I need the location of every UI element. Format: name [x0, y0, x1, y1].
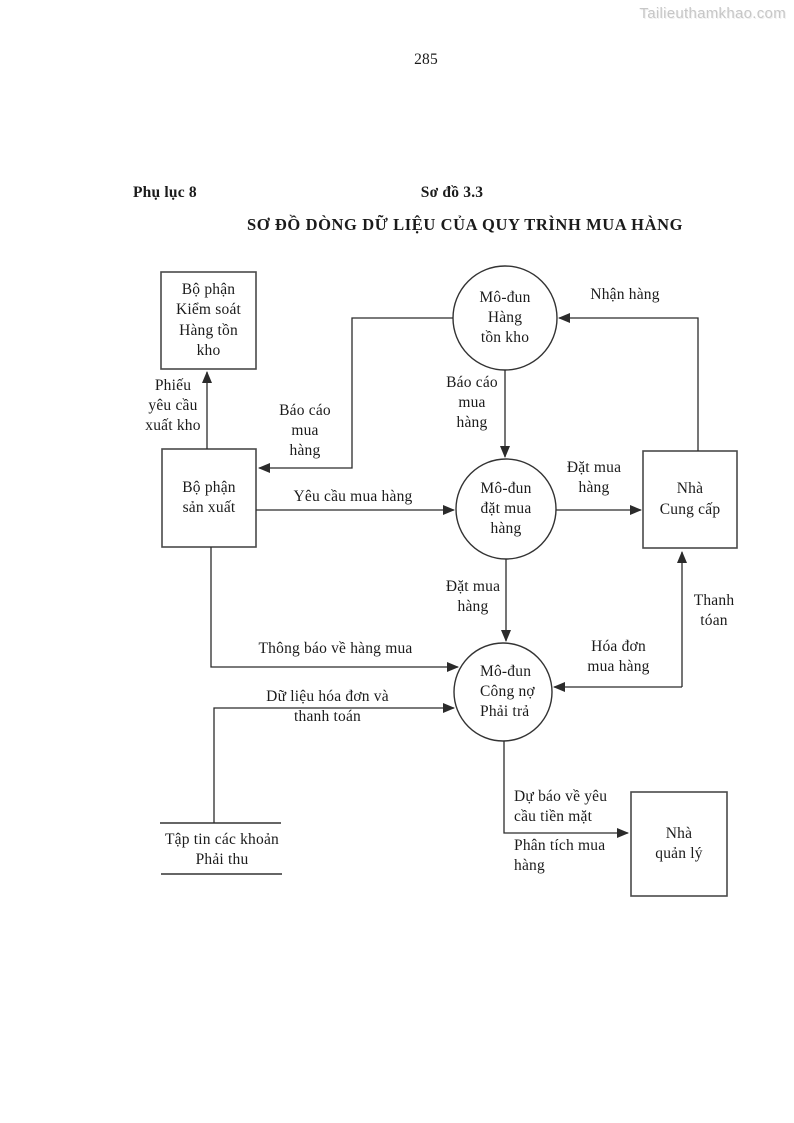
- cash-forecast-line-4: hàng: [514, 857, 545, 874]
- production-box: [161, 448, 257, 548]
- page-number: 285: [414, 51, 438, 68]
- diagram-title: SƠ ĐỒ DÒNG DỮ LIỆU CỦA QUY TRÌNH MUA HÀN…: [246, 215, 684, 234]
- cash-forecast-line-3: Phân tích mua: [514, 837, 606, 854]
- accounts-payable-module-circle: [453, 642, 553, 742]
- arrow-purchase-report-to-production: [258, 317, 453, 473]
- inventory-control-box: [160, 271, 257, 370]
- flow-label-goods-notice: Thông báo về hàng mua: [258, 640, 413, 657]
- supplier-box: [642, 450, 738, 549]
- flow-label-receive-goods: Nhận hàng: [590, 286, 660, 303]
- appendix-label: Phụ lục 8: [133, 184, 197, 201]
- figure-label: Sơ đồ 3.3: [420, 184, 484, 201]
- arrow-receive-goods-to-inventory-module: [558, 313, 699, 451]
- flow-label-purchase-request: Yêu cầu mua hàng: [293, 488, 413, 505]
- manager-box: [630, 791, 728, 897]
- cash-forecast-line-2: cầu tiền mặt: [514, 808, 593, 825]
- arrow-invoice-data-to-ap-module: [213, 703, 455, 823]
- arrow-forecast-to-manager: [503, 741, 629, 838]
- flow-label-cash-forecast: Dự báo về yêu cầu tiền mặt Phân tích mua…: [514, 787, 626, 876]
- watermark: Tailieuthamkhao.com: [639, 5, 786, 22]
- arrow-goods-notice-to-ap-module: [210, 547, 459, 672]
- cash-forecast-line-1: Dự báo về yêu: [514, 788, 608, 805]
